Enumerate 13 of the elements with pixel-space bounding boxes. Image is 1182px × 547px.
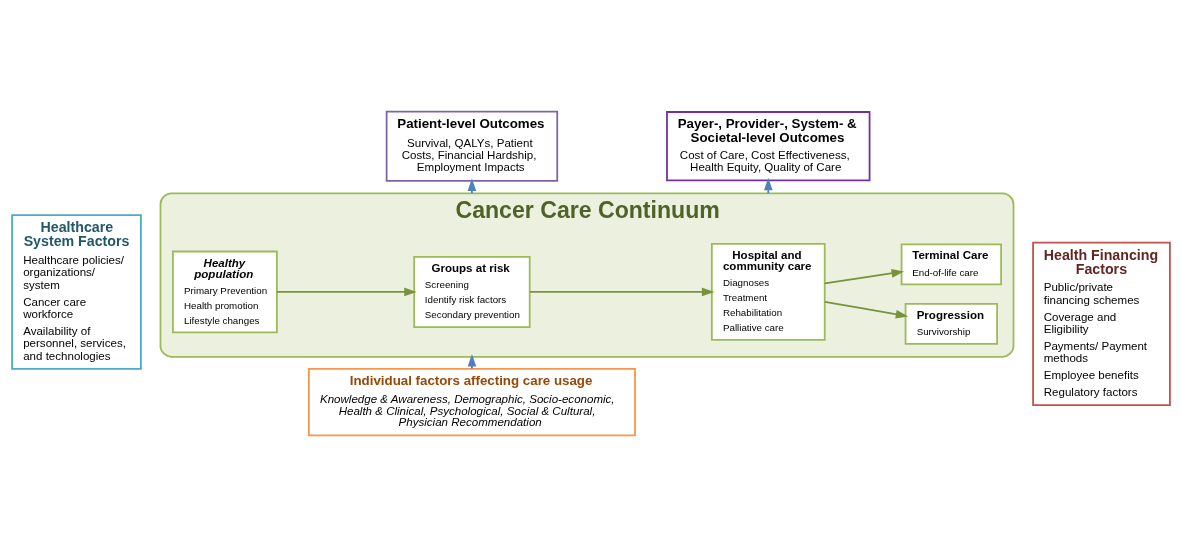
arrow [823,269,905,285]
node-box: Progression Survivorship [904,303,998,345]
node-box: Payer-, Provider-, System- & Societal-level Outcomes Cost of Care, Cost Effectiveness, Health Equity, Quality of Care [666,111,871,182]
node-box: Healthcare System Factors Healthcare policies/ organizations/ system Cancer care workforce Availability of personnel, services, and technologies [11,214,142,370]
node-box: Groups at risk Screening Identify risk factors Secondary prevention [413,255,531,328]
node-box: Health Financing Factors Public/private financing schemes Coverage and Eligibility Payments/ Payment methods Employee benefits Regulatory factors [1032,241,1171,407]
arrow [276,287,417,297]
node-box: Patient-level Outcomes Survival, QALYs, Patient Costs, Financial Hardship, Employment Impacts [385,110,559,182]
arrow [529,287,715,297]
node-box: Healthy population Primary Prevention Health promotion Lifestyle changes [172,250,278,334]
node-box: Terminal Care End-of-life care [900,243,1002,286]
arrow [823,300,909,319]
node-box: Hospital and community care Diagnoses Treatment Rehabilitation Palliative care [710,243,826,341]
